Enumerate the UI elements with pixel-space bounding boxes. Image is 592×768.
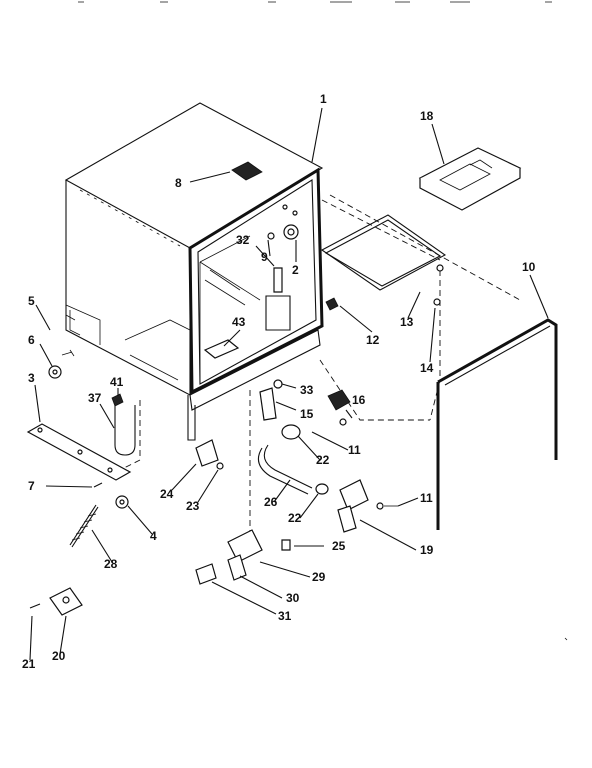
callout-18: 18	[420, 109, 434, 123]
callout-15: 15	[300, 407, 314, 421]
part-28-spring	[69, 504, 99, 548]
callout-28: 28	[104, 557, 118, 571]
callout-16: 16	[352, 393, 366, 407]
part-29-30-31	[195, 529, 263, 585]
callout-23: 23	[186, 499, 200, 513]
part-43-bracket	[203, 339, 240, 359]
part-20-21	[29, 587, 83, 616]
callout-30: 30	[286, 591, 300, 605]
part-25-screw	[281, 539, 291, 551]
callout-33: 33	[300, 383, 314, 397]
part-12-clip	[325, 297, 339, 311]
part-13-panel	[320, 214, 447, 306]
callout-32: 32	[236, 233, 250, 247]
callout-29: 29	[312, 570, 326, 584]
part-37-41	[111, 393, 136, 456]
callout-6: 6	[28, 333, 35, 347]
callout-7: 7	[28, 479, 35, 493]
callout-2: 2	[292, 263, 299, 277]
callout-12: 12	[366, 333, 380, 347]
callout-13: 13	[400, 315, 414, 329]
part-24-23	[195, 439, 224, 470]
callout-19: 19	[420, 543, 434, 557]
part-4-7	[93, 482, 129, 509]
part-5-6	[48, 349, 75, 379]
callout-14: 14	[420, 361, 434, 375]
callout-43: 43	[232, 315, 246, 329]
part-8-bracket	[231, 161, 263, 181]
callout-10: 10	[522, 260, 536, 274]
callout-1: 1	[320, 92, 327, 106]
callout-41: 41	[110, 375, 124, 389]
part-19-valve	[337, 479, 398, 533]
callout-31: 31	[278, 609, 292, 623]
part-33-15-16	[259, 379, 351, 426]
part-26-hose	[257, 424, 329, 495]
callout-37: 37	[88, 391, 102, 405]
callout-5: 5	[28, 294, 35, 308]
callout-26: 26	[264, 495, 278, 509]
callout-25: 25	[332, 539, 346, 553]
callout-9: 9	[261, 250, 268, 264]
callout-22b: 22	[288, 511, 302, 525]
callout-labels: 1 18 8 9 32 2 10 13 12 14 5 6 43 3 41 37…	[22, 92, 536, 671]
part-32-stem	[265, 267, 291, 331]
part-2-9-pieces	[267, 204, 299, 240]
callout-24: 24	[160, 487, 174, 501]
callout-21: 21	[22, 657, 36, 671]
callout-20: 20	[52, 649, 66, 663]
part-3-plate	[26, 423, 132, 481]
callout-3: 3	[28, 371, 35, 385]
callout-4: 4	[150, 529, 157, 543]
part-18-housing	[418, 147, 522, 211]
callout-11a: 11	[348, 443, 361, 457]
part-10-tube	[436, 318, 558, 530]
leader-lines	[29, 107, 568, 661]
callout-22a: 22	[316, 453, 330, 467]
callout-11b: 11	[420, 491, 433, 505]
callout-8: 8	[175, 176, 182, 190]
